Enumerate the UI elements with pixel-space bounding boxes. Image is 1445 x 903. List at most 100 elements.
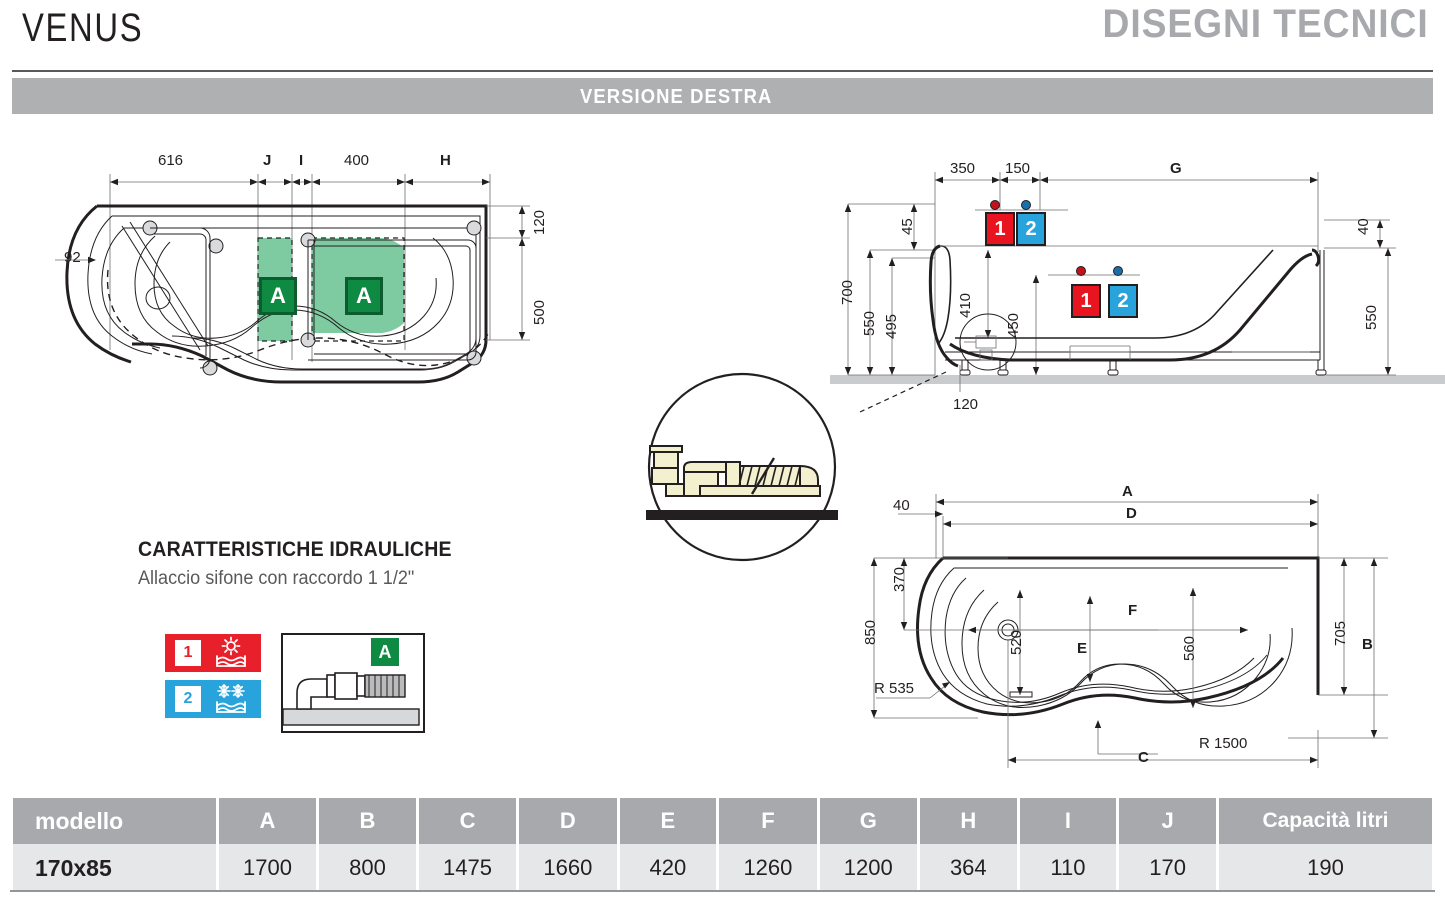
- dim-92-label: 92: [64, 249, 81, 266]
- dim-150-label: 150: [1005, 160, 1031, 177]
- connector-chip-hot-top-label: 1: [994, 217, 1006, 240]
- plan-view-dimensions-drawing: [870, 494, 1388, 768]
- table-header-d: D: [519, 798, 617, 844]
- hot-water-dot-mid: [1076, 266, 1086, 276]
- connection-badge-a: A: [371, 638, 399, 666]
- side-elevation-drawing: [830, 172, 1445, 413]
- hydraulics-subtitle: Allaccio sifone con raccordo 1 1/2": [138, 568, 415, 589]
- dim-G-label: G: [1170, 160, 1182, 177]
- dim-450-label: 450: [1005, 312, 1022, 338]
- table-cell-a: 1700: [218, 844, 317, 892]
- radius-1500-label: R 1500: [1199, 735, 1248, 752]
- table-header-g: G: [819, 798, 917, 844]
- sun-water-icon: [216, 636, 246, 667]
- version-bar-label: VERSIONE DESTRA: [580, 86, 773, 108]
- table-header-i: I: [1019, 798, 1117, 844]
- dim-350-label: 350: [950, 160, 976, 177]
- table-header-row: modello A B C D E F G H I J Capacità lit…: [13, 798, 1432, 844]
- dim-H-label: H: [440, 152, 451, 169]
- dim-520-label: 520: [1008, 629, 1025, 655]
- dim-45-label: 45: [899, 218, 916, 235]
- connector-chip-cold-mid-label: 2: [1117, 289, 1129, 312]
- table-bottom-rule: [10, 890, 1435, 892]
- dim-495-label: 495: [883, 313, 900, 339]
- dim-B-label: B: [1362, 636, 1373, 653]
- jet-badge-a-right-label: A: [356, 283, 372, 308]
- legend-cold-water-number: 2: [175, 686, 201, 712]
- table-header-h: H: [919, 798, 1017, 844]
- dim-40-label: 40: [1355, 218, 1372, 235]
- cold-water-dot-mid: [1113, 266, 1123, 276]
- table-cell-modello: 170x85: [13, 844, 216, 892]
- table-cell-i: 110: [1019, 844, 1117, 892]
- hydraulics-title: CARATTERISTICHE IDRAULICHE: [138, 538, 452, 561]
- dim-E-label: E: [1077, 640, 1088, 657]
- header-divider: [12, 70, 1433, 72]
- table-header-capacita: Capacità litri: [1218, 798, 1432, 844]
- version-bar: [12, 78, 1433, 114]
- connector-chip-cold-top: 2: [1016, 212, 1046, 246]
- connector-chip-cold-top-label: 2: [1025, 217, 1037, 240]
- hot-water-dot-top: [990, 200, 1000, 210]
- table-header-j: J: [1119, 798, 1216, 844]
- siphon-connector-icon: [282, 672, 420, 726]
- table-header-e: E: [619, 798, 717, 844]
- siphon-detail-callout: [646, 372, 838, 562]
- dim-I-label: I: [299, 152, 304, 169]
- jet-badge-a-right: A: [345, 277, 383, 315]
- spec-table: modello A B C D E F G H I J Capacità lit…: [10, 798, 1435, 892]
- dim-705-label: 705: [1332, 620, 1349, 646]
- jet-badge-a-left: A: [259, 277, 297, 315]
- dim-J-label: J: [263, 152, 272, 169]
- table-cell-h: 364: [919, 844, 1017, 892]
- dim-120-elevation-label: 120: [953, 396, 979, 413]
- dim-700-label: 700: [839, 279, 856, 305]
- table-cell-d: 1660: [519, 844, 617, 892]
- table-top-rule: [10, 796, 1435, 798]
- dim-F-label: F: [1128, 602, 1138, 619]
- dim-550-right-label: 550: [1363, 304, 1380, 330]
- table-row: 170x85 1700 800 1475 1660 420 1260 1200 …: [13, 844, 1432, 892]
- dim-A-label: A: [1122, 483, 1133, 500]
- dim-40-plan-label: 40: [893, 497, 910, 514]
- page-title: VENUS: [22, 6, 144, 50]
- dim-C-label: C: [1138, 749, 1149, 766]
- dim-560-label: 560: [1181, 635, 1198, 661]
- connector-chip-cold-mid: 2: [1108, 284, 1138, 318]
- table-header-modello: modello: [13, 798, 216, 844]
- table-cell-e: 420: [619, 844, 717, 892]
- dim-370-label: 370: [891, 566, 908, 592]
- connector-chip-hot-top: 1: [985, 212, 1015, 246]
- legend-hot-water-number: 1: [175, 640, 201, 666]
- table-header-b: B: [319, 798, 416, 844]
- table-cell-capacita: 190: [1218, 844, 1432, 892]
- table-cell-c: 1475: [418, 844, 517, 892]
- dim-410-label: 410: [957, 292, 974, 318]
- snowflake-water-icon: [216, 684, 246, 713]
- dim-550-left-label: 550: [861, 310, 878, 336]
- page-header: VENUS DISEGNI TECNICI: [0, 0, 1445, 68]
- table-cell-b: 800: [319, 844, 416, 892]
- dim-400-label: 400: [344, 152, 370, 169]
- jet-badge-a-left-label: A: [270, 283, 286, 308]
- connection-badge-a-label: A: [378, 641, 392, 662]
- connector-chip-hot-mid: 1: [1071, 284, 1101, 318]
- document-title: DISEGNI TECNICI: [1102, 2, 1429, 46]
- table-cell-j: 170: [1119, 844, 1216, 892]
- dim-500-label: 500: [531, 299, 548, 325]
- plan-view-jets-drawing: [55, 174, 530, 384]
- table-cell-f: 1260: [719, 844, 817, 892]
- dim-616-label: 616: [158, 152, 184, 169]
- legend-cold-water: 2: [165, 680, 261, 718]
- dim-850-label: 850: [862, 619, 879, 645]
- table-header-c: C: [418, 798, 517, 844]
- dim-D-label: D: [1126, 505, 1137, 522]
- dim-120-label: 120: [531, 209, 548, 235]
- table-cell-g: 1200: [819, 844, 917, 892]
- connector-chip-hot-mid-label: 1: [1080, 289, 1092, 312]
- cold-water-dot-top: [1021, 200, 1031, 210]
- legend-hot-water: 1: [165, 634, 261, 672]
- table-header-f: F: [719, 798, 817, 844]
- radius-535-label: R 535: [874, 680, 915, 697]
